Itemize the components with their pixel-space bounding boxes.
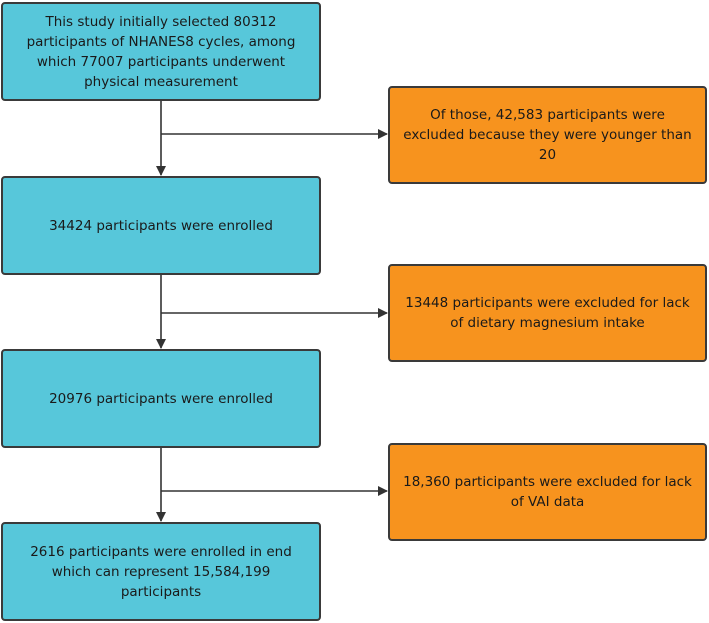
exclusion-magnesium-text: 13448 participants were excluded for lac…: [405, 295, 690, 331]
step-enrolled-20976: 20976 participants were enrolled: [1, 349, 321, 448]
exclusion-age-text: Of those, 42,583 participants were exclu…: [403, 107, 692, 163]
exclusion-vai: 18,360 participants were excluded for la…: [388, 443, 707, 541]
step-initial-selection-text: This study initially selected 80312 part…: [26, 13, 296, 90]
exclusion-age: Of those, 42,583 participants were exclu…: [388, 86, 707, 184]
step-initial-selection: This study initially selected 80312 part…: [1, 2, 321, 101]
exclusion-vai-text: 18,360 participants were excluded for la…: [403, 474, 692, 510]
step-enrolled-20976-text: 20976 participants were enrolled: [49, 390, 273, 407]
step-final-enrolled-text: 2616 participants were enrolled in end w…: [30, 543, 292, 600]
step-enrolled-34424-text: 34424 participants were enrolled: [49, 217, 273, 234]
step-enrolled-34424: 34424 participants were enrolled: [1, 176, 321, 275]
step-final-enrolled: 2616 participants were enrolled in end w…: [1, 522, 321, 621]
exclusion-magnesium: 13448 participants were excluded for lac…: [388, 264, 707, 362]
